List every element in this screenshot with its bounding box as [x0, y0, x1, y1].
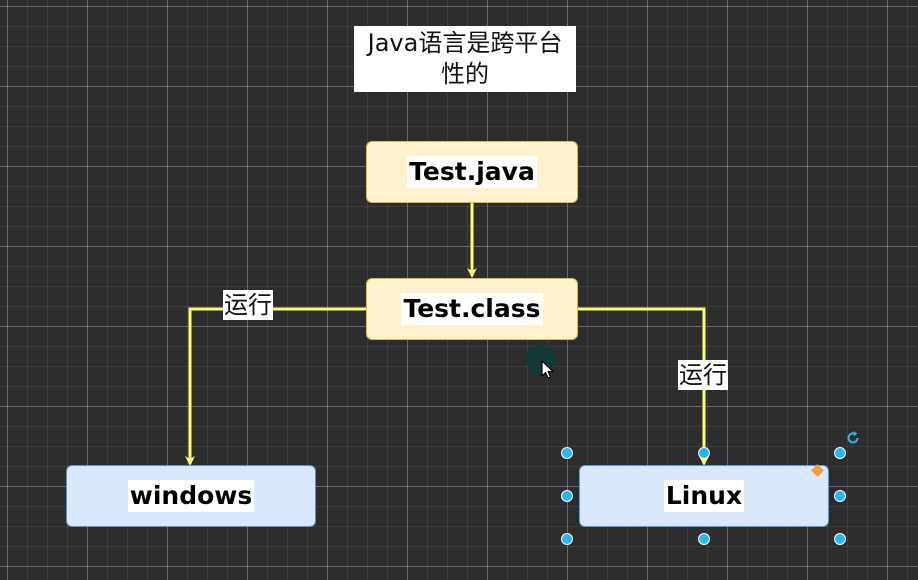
- edge-label-run-windows[interactable]: 运行: [223, 290, 273, 320]
- node-test-java[interactable]: Test.java: [366, 141, 578, 203]
- node-windows-label: windows: [127, 480, 255, 512]
- selection-handle-top-right[interactable]: [834, 447, 846, 459]
- mouse-pointer-icon: [526, 344, 556, 379]
- selection-handle-bottom-left[interactable]: [561, 533, 573, 545]
- node-test-class-label: Test.class: [401, 293, 543, 325]
- selection-handle-bottom-center[interactable]: [698, 533, 710, 545]
- rotate-icon[interactable]: [845, 430, 861, 446]
- diagram-title[interactable]: Java语言是跨平台性的: [354, 26, 576, 92]
- edge-class-to-windows[interactable]: [185, 307, 366, 466]
- diagram-title-text: Java语言是跨平台性的: [367, 29, 563, 88]
- selection-handle-bottom-right[interactable]: [834, 533, 846, 545]
- selection-handle-top-center[interactable]: [698, 447, 710, 459]
- selection-handle-middle-right[interactable]: [834, 490, 846, 502]
- node-linux[interactable]: Linux: [579, 465, 829, 527]
- node-test-java-label: Test.java: [407, 156, 537, 188]
- node-windows[interactable]: windows: [66, 465, 316, 527]
- node-linux-label: Linux: [663, 480, 745, 512]
- selection-handle-top-left[interactable]: [561, 447, 573, 459]
- selection-handle-middle-left[interactable]: [561, 490, 573, 502]
- node-test-class[interactable]: Test.class: [366, 278, 578, 340]
- edge-label-run-linux[interactable]: 运行: [678, 360, 728, 390]
- edge-class-to-linux[interactable]: [578, 307, 709, 466]
